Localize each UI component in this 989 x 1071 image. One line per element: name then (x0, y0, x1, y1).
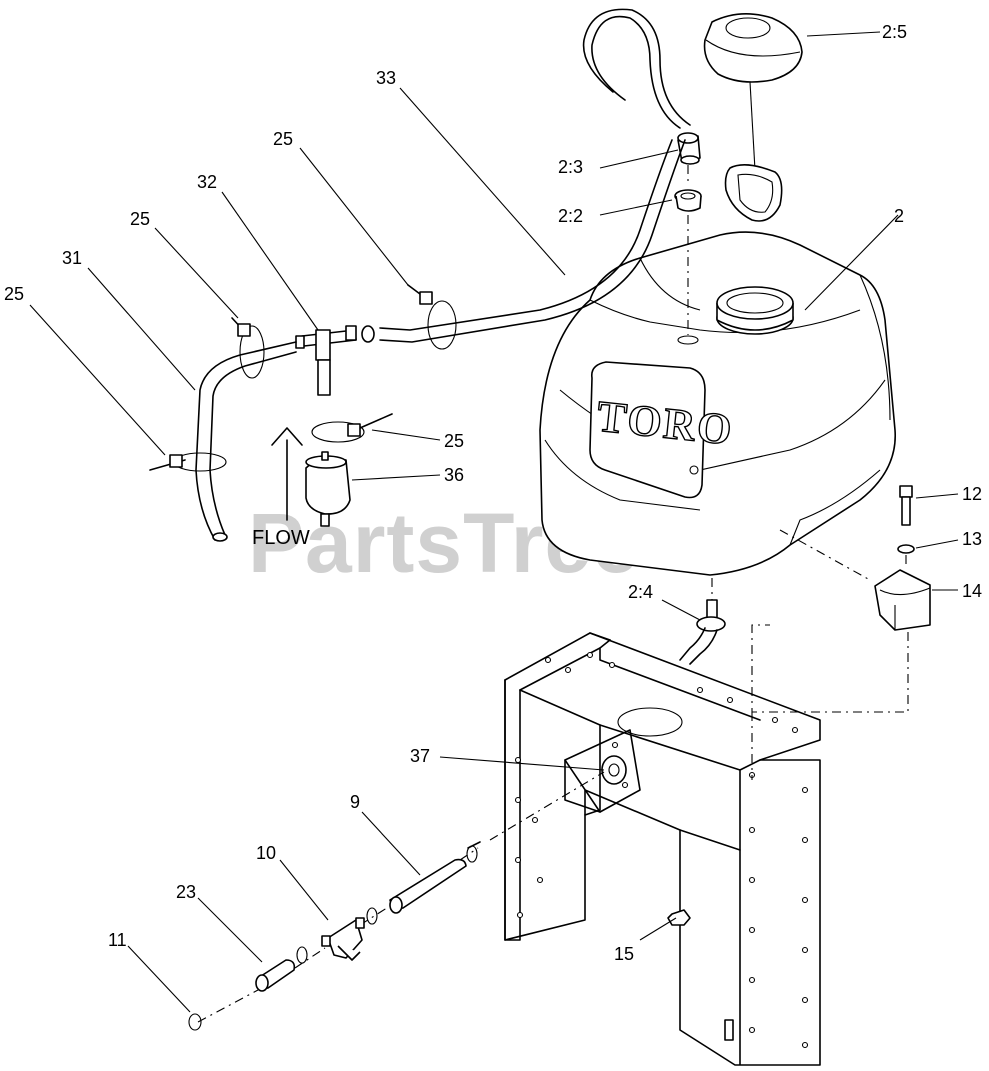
callout-2-4: 2:4 (628, 582, 653, 602)
callout-13: 13 (962, 529, 982, 549)
hose-clamp-2 (366, 907, 378, 925)
bushing (674, 189, 702, 212)
washer (897, 544, 915, 554)
leader-lines (29, 31, 959, 1013)
callout-2: 2 (894, 206, 904, 226)
flow-label: FLOW (252, 527, 310, 549)
callout-15: 15 (614, 944, 634, 964)
callout-25: 25 (444, 431, 464, 451)
frame-bracket (504, 632, 821, 1066)
fuel-hose-vertical (317, 359, 331, 396)
nut (667, 909, 691, 926)
hose-clamp-end (188, 1013, 202, 1031)
cable-tie-3 (407, 284, 457, 350)
cable-tie-4 (311, 413, 393, 443)
callout-32: 32 (197, 172, 217, 192)
cable-tie-2 (231, 317, 265, 379)
fuel-hose-long (389, 858, 467, 914)
fuel-filter (305, 451, 351, 527)
callout-31: 31 (62, 248, 82, 268)
callout-2-2: 2:2 (558, 206, 583, 226)
callout-14: 14 (962, 581, 982, 601)
callout-36: 36 (444, 465, 464, 485)
callout-37: 37 (410, 746, 430, 766)
callout-11: 11 (108, 930, 127, 950)
grommet (601, 755, 627, 785)
callout-25: 25 (273, 129, 293, 149)
fuel-tank: TORO (539, 231, 896, 576)
callout-10: 10 (256, 843, 276, 863)
tee-fitting (295, 325, 357, 361)
callout-9: 9 (350, 792, 360, 812)
cable-tie-1 (149, 452, 227, 472)
callout-2-3: 2:3 (558, 157, 583, 177)
vent-hose (361, 8, 691, 343)
hose-clamp-1 (466, 841, 481, 863)
fuel-hose (195, 341, 297, 542)
callout-23: 23 (176, 882, 196, 902)
hose-clamp-3 (296, 946, 308, 964)
outlet-fitting (679, 578, 726, 665)
centerline-bracket (751, 529, 909, 713)
fuel-cap (703, 13, 803, 222)
callout-2-5: 2:5 (882, 22, 907, 42)
callout-25: 25 (130, 209, 150, 229)
shutoff-valve (321, 917, 365, 961)
callout-12: 12 (962, 484, 982, 504)
fuel-hose-short (255, 959, 296, 992)
bolt (899, 485, 913, 526)
tank-bracket (874, 569, 931, 631)
callout-33: 33 (376, 68, 396, 88)
flow-arrow: FLOW (252, 427, 310, 549)
callout-25: 25 (4, 284, 24, 304)
